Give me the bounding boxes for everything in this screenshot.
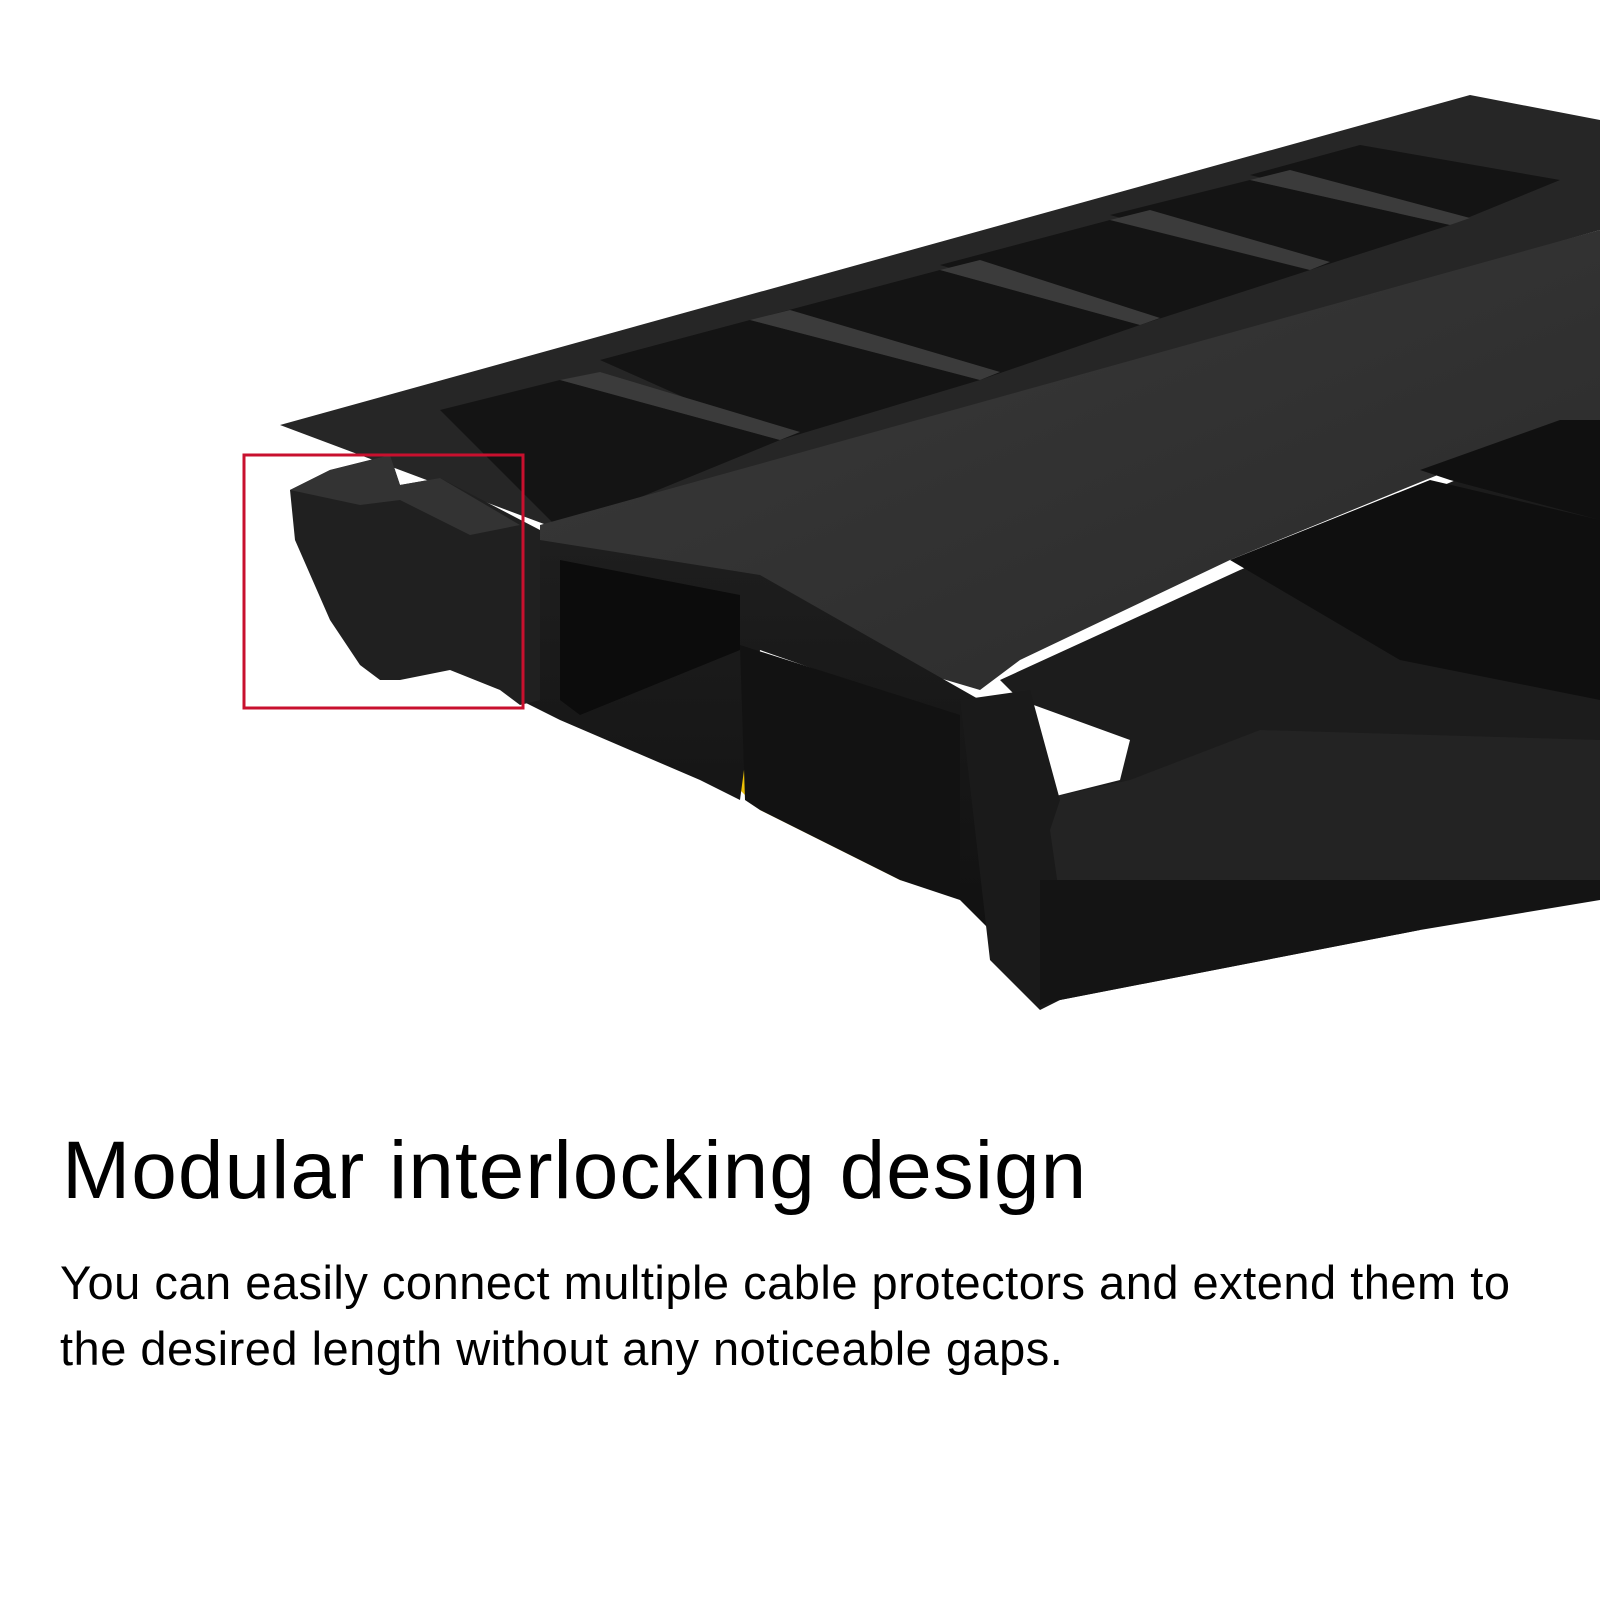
channel-shadow [560, 560, 740, 715]
cable-protector-body [280, 95, 1600, 1010]
front-ramp-lip [1040, 730, 1600, 900]
channel-divider [740, 645, 960, 900]
front-ramp-hollow-2 [1420, 420, 1600, 520]
top-plate [540, 230, 1600, 690]
ramp-teeth [440, 145, 1560, 530]
product-photo [242, 95, 1600, 1010]
connector-tab-top [290, 455, 520, 535]
headline: Modular interlocking design [62, 1125, 1088, 1216]
end-base [1040, 880, 1600, 1005]
highlight-box [242, 453, 525, 710]
description-text: You can easily connect multiple cable pr… [60, 1256, 1511, 1375]
ramp-teeth-highlights [560, 170, 1470, 440]
front-ramp-hollow-1 [1230, 480, 1600, 700]
